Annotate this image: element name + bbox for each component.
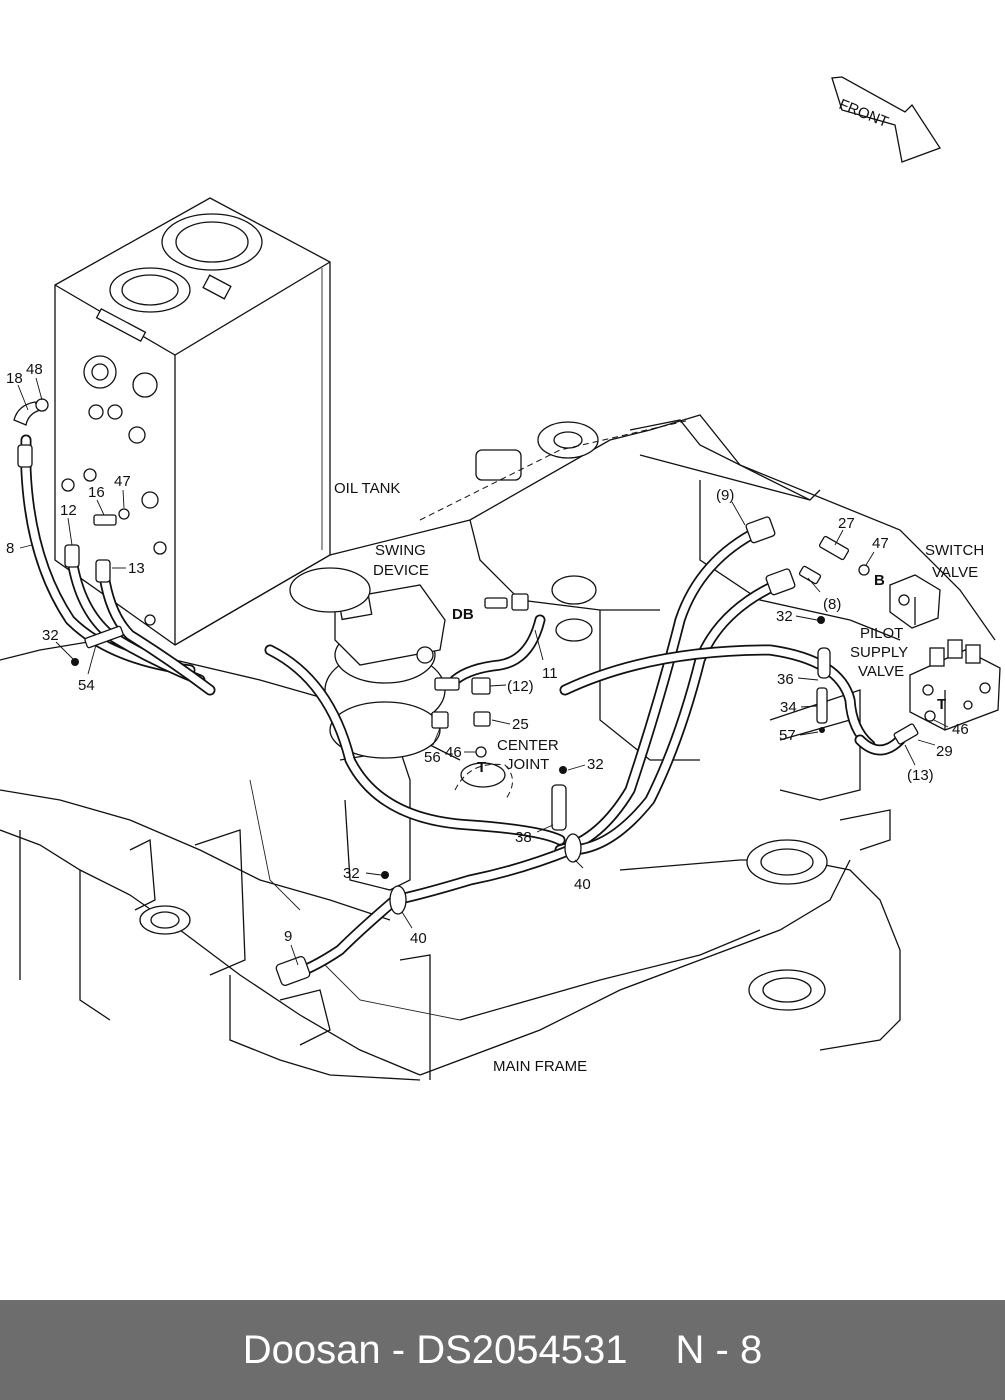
callout-40b: 40 — [410, 930, 427, 947]
swing-device-label-1: SWING — [375, 542, 426, 559]
switch-valve — [889, 574, 941, 629]
center-joint — [454, 762, 513, 801]
callout-46b: 46 — [445, 744, 462, 761]
oil-tank-label: OIL TANK — [334, 480, 400, 497]
footer-brand: Doosan — [242, 1327, 381, 1372]
callout-25: 25 — [512, 716, 529, 733]
callout-56: 56 — [424, 749, 441, 766]
callout-13b: (13) — [907, 767, 934, 784]
center-joint-label-1: CENTER — [497, 737, 559, 754]
callout-13: 13 — [128, 560, 145, 577]
hydraulic-diagram: FRONT OIL TANK — [0, 76, 1001, 1081]
callout-32d: 32 — [343, 865, 360, 882]
oil-tank — [54, 197, 331, 646]
footer-page: N - 8 — [675, 1327, 763, 1372]
swing-device — [289, 567, 446, 759]
port-t-pilot-label: T — [937, 696, 946, 713]
switch-valve-label-1: SWITCH — [925, 542, 984, 559]
pilot-supply-label-1: PILOT — [860, 625, 903, 642]
callout-16: 16 — [88, 484, 105, 501]
callout-9b: 9 — [284, 928, 292, 945]
callout-34: 34 — [780, 699, 797, 716]
callout-48: 48 — [26, 361, 43, 378]
port-t-center-label: T — [477, 759, 486, 776]
footer-separator: - — [380, 1327, 417, 1372]
callout-57: 57 — [779, 727, 796, 744]
fittings — [13, 398, 936, 986]
main-frame — [0, 414, 996, 1081]
callout-38: 38 — [515, 829, 532, 846]
callout-18: 18 — [6, 370, 23, 387]
pilot-supply-label-3: VALVE — [858, 663, 904, 680]
callout-12b: (12) — [507, 678, 534, 695]
main-frame-label: MAIN FRAME — [493, 1058, 587, 1075]
callout-8b: (8) — [823, 596, 841, 613]
callout-29: 29 — [936, 743, 953, 760]
callout-11: 11 — [542, 665, 558, 682]
swing-device-label-2: DEVICE — [373, 562, 429, 579]
callout-12: 12 — [60, 502, 77, 519]
callout-32c: 32 — [587, 756, 604, 773]
callouts: 18 48 8 16 47 12 13 32 54 (9) 27 47 (8) … — [6, 361, 969, 966]
callout-32b: 32 — [776, 608, 793, 625]
callout-8: 8 — [6, 540, 14, 557]
callout-9a: (9) — [716, 487, 734, 504]
callout-36: 36 — [777, 671, 794, 688]
callout-47a: 47 — [114, 473, 131, 490]
footer-bar: Doosan - DS2054531 N - 8 — [0, 1300, 1005, 1400]
center-joint-label-2: JOINT — [506, 756, 549, 773]
callout-47b: 47 — [872, 535, 889, 552]
switch-valve-label-2: VALVE — [932, 564, 978, 581]
front-arrow-icon: FRONT — [831, 76, 941, 163]
callout-32a: 32 — [42, 627, 59, 644]
callout-54: 54 — [78, 677, 95, 694]
port-db-label: DB — [452, 606, 474, 623]
port-b-label: B — [874, 572, 885, 589]
pilot-supply-valve — [909, 639, 1001, 731]
callout-40a: 40 — [574, 876, 591, 893]
footer-part-number: DS2054531 — [416, 1327, 628, 1372]
callout-27: 27 — [838, 515, 855, 532]
callout-46a: 46 — [952, 721, 969, 738]
pilot-supply-label-2: SUPPLY — [850, 644, 908, 661]
